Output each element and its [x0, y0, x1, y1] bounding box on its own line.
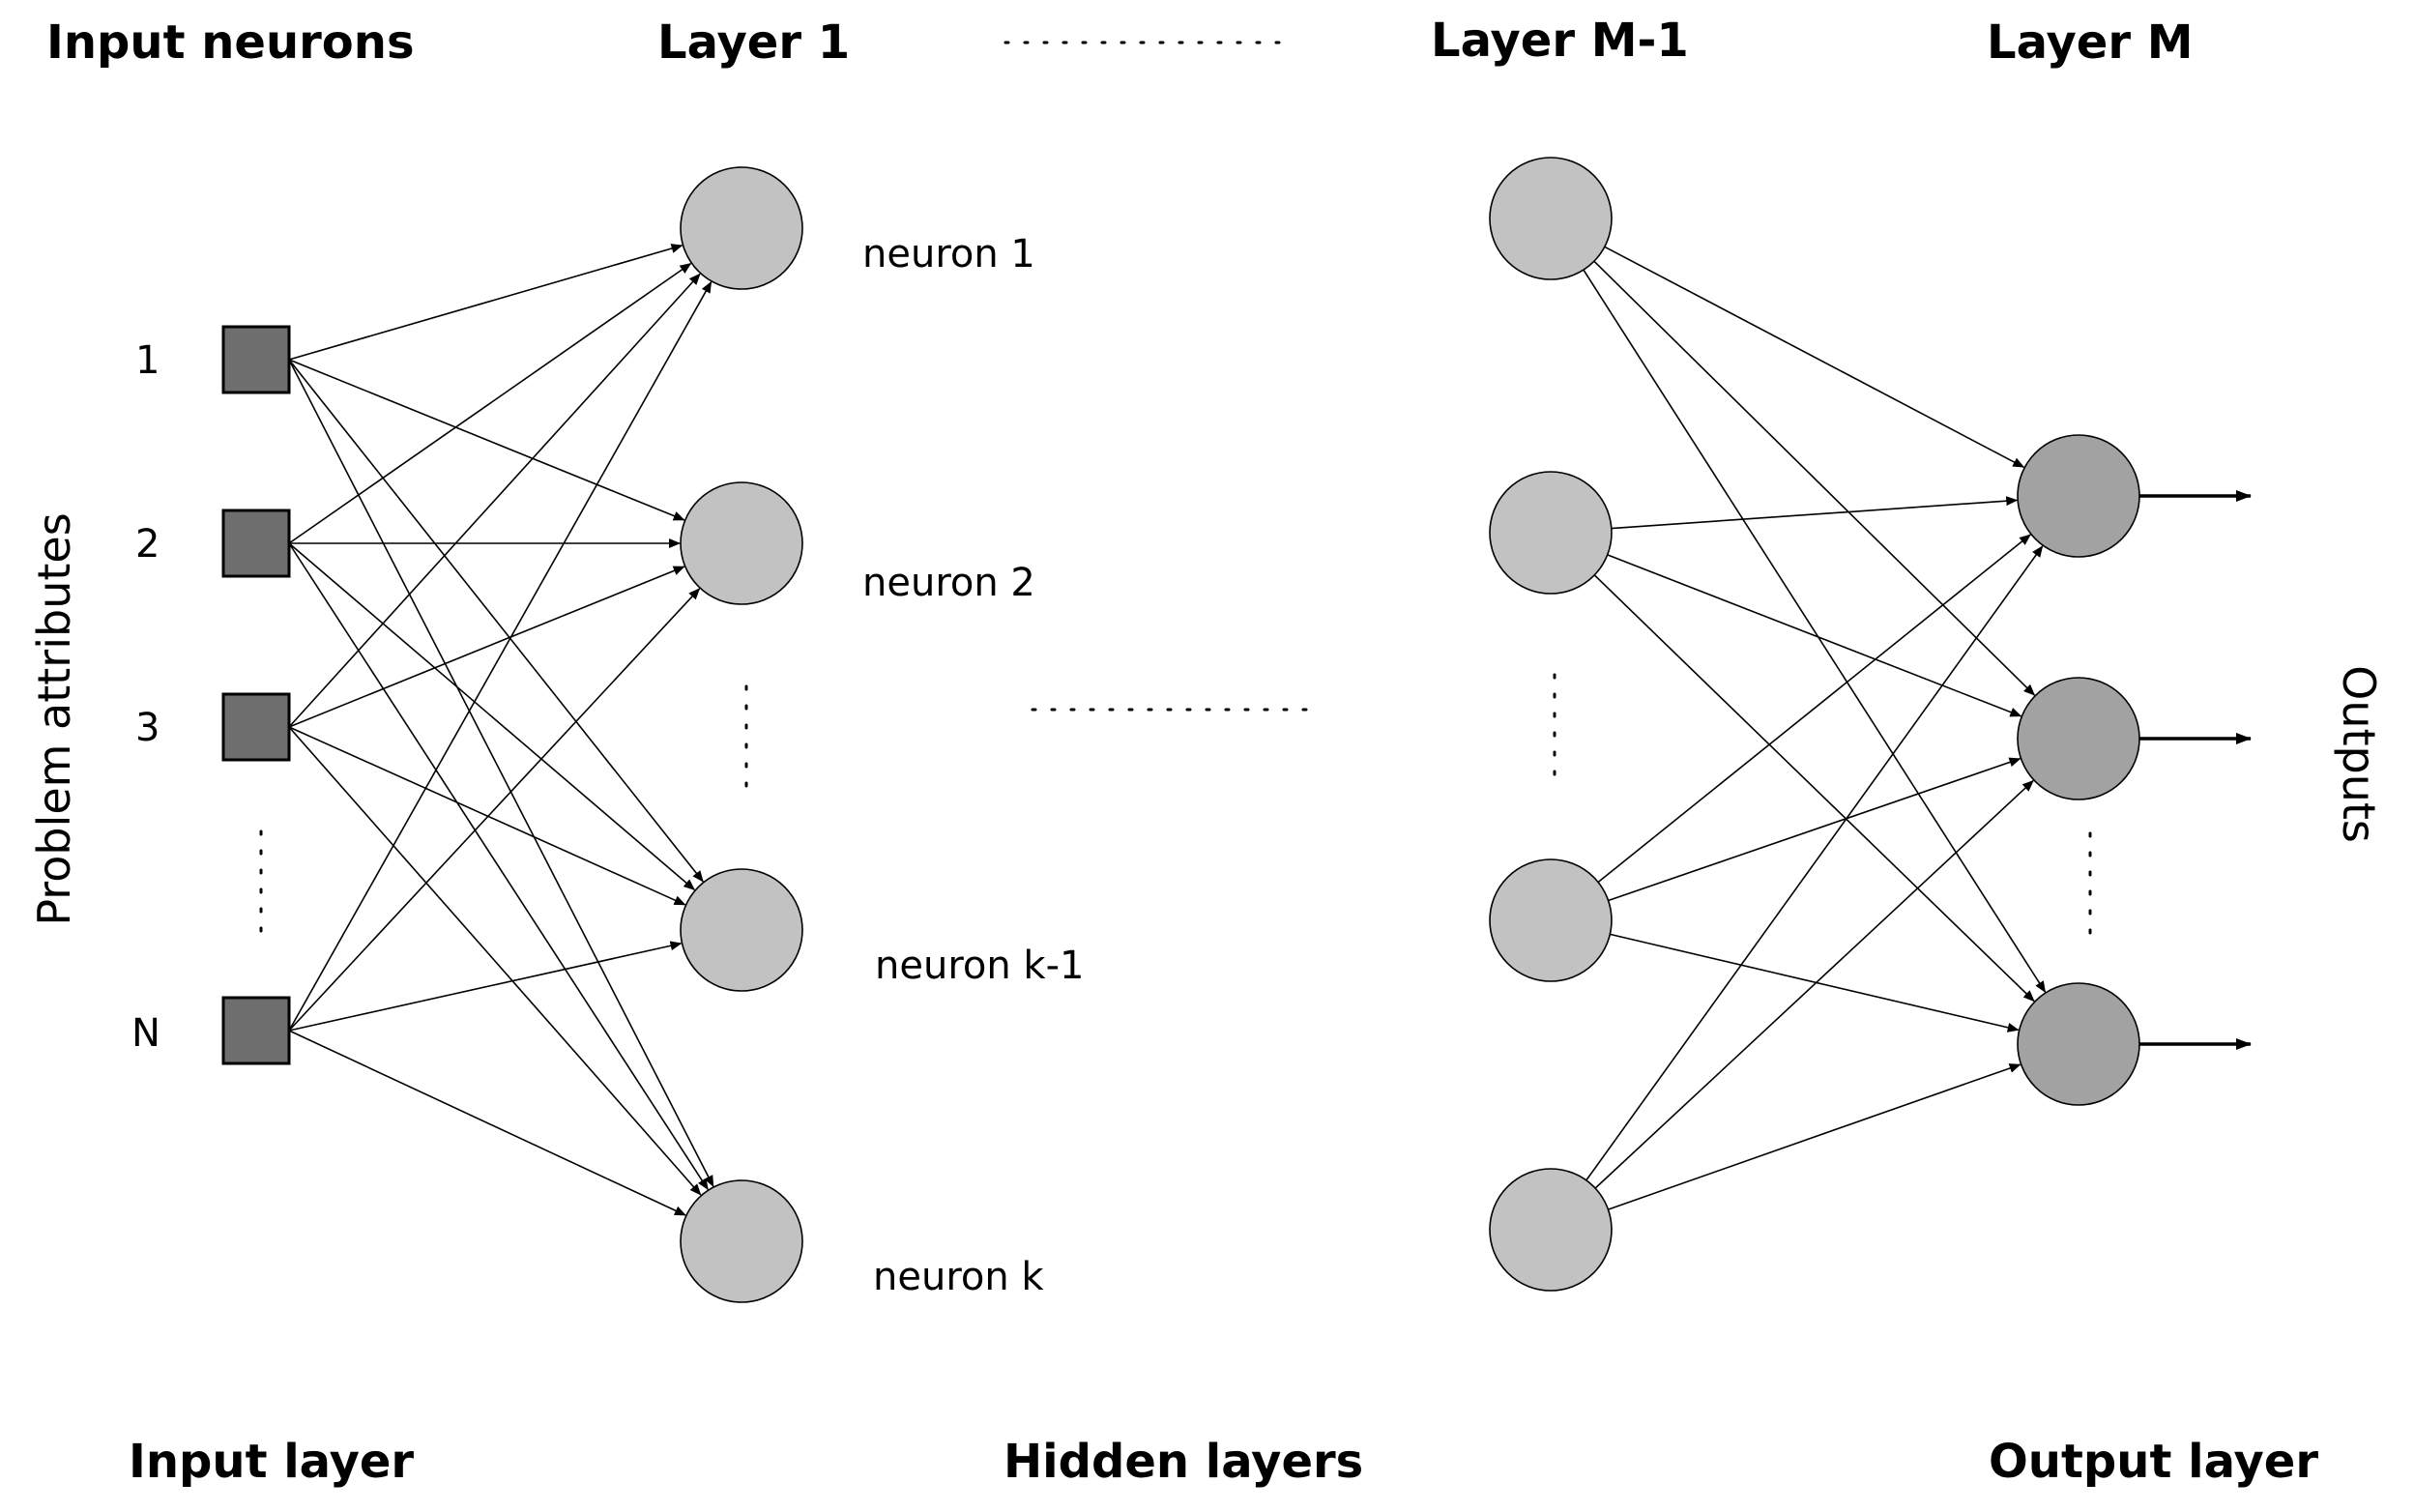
layer-m-neuron-2 [2017, 677, 2140, 800]
edge-input1-to-l1n3 [288, 359, 704, 883]
edge-input1-to-l1n2 [288, 359, 685, 521]
edge-lm1n4-to-lmn2 [1594, 779, 2034, 1189]
layer1-neuron-k [680, 1179, 803, 1303]
edge-lm1n4-to-lmn3 [1608, 1063, 2021, 1210]
side-label-problem-attributes: Problem attributes [28, 512, 80, 925]
input-neuron-2 [221, 509, 291, 578]
footer-input-layer: Input layer [129, 1435, 414, 1489]
output-arrows [2139, 490, 2252, 1050]
ellipsis-dots [259, 41, 2092, 949]
layer-m-neuron-1 [2017, 434, 2140, 558]
edge-lm1n3-to-lmn2 [1608, 757, 2021, 902]
edge-lm1n2-to-lmn1 [1611, 496, 2019, 530]
edge-lm1n1-to-lmn1 [1604, 246, 2025, 468]
edge-input2-to-l1n4 [288, 542, 709, 1191]
layer1-neuron-1 [680, 166, 803, 290]
layer-m-neuron-3 [2017, 982, 2140, 1106]
edge-input1-to-l1n1 [288, 244, 683, 361]
layer1-neurons [680, 166, 803, 1303]
edge-input4-to-l1n2 [288, 588, 701, 1032]
neuron-label-2: neuron 2 [862, 561, 1035, 605]
input-index-1: 1 [135, 338, 160, 383]
layer-m-1-neuron-1 [1489, 157, 1613, 280]
input-neurons [221, 325, 291, 1065]
edge-input3-to-l1n1 [288, 273, 701, 728]
edge-input2-to-l1n1 [288, 262, 692, 544]
edge-input3-to-l1n2 [288, 566, 685, 728]
edge-lm1n2-to-lmn3 [1593, 574, 2035, 1003]
edge-lm1n3-to-lmn1 [1597, 534, 2031, 884]
edge-input2-to-l1n3 [288, 542, 696, 891]
input-neuron-n [221, 996, 291, 1065]
layer-m-1-neurons [1489, 157, 1613, 1292]
neuron-label-k: neuron k [873, 1255, 1044, 1299]
footer-output-layer: Output layer [1989, 1435, 2318, 1489]
header-layer-1: Layer 1 [657, 15, 850, 70]
edge-lm1n4-to-lmn1 [1585, 545, 2044, 1181]
edge-lm1n1-to-lmn3 [1583, 269, 2047, 993]
input-index-n: N [131, 1011, 160, 1056]
connections-input-to-layer1 [288, 244, 714, 1216]
neuron-label-k-1: neuron k-1 [875, 944, 1084, 988]
neuron-label-1: neuron 1 [862, 232, 1035, 276]
edge-input4-to-l1n1 [288, 280, 713, 1032]
layer-m-1-neuron-3 [1489, 858, 1613, 982]
header-layer-m: Layer M [1987, 15, 2194, 70]
input-neuron-3 [221, 692, 291, 762]
layer-m-1-neuron-4 [1489, 1168, 1613, 1292]
layer1-neuron-2 [680, 481, 803, 605]
input-indices: 1 2 3 N [131, 338, 160, 1056]
edge-lm1n3-to-lmn3 [1610, 933, 2020, 1032]
layer-m-1-neuron-2 [1489, 471, 1613, 595]
edge-input4-to-l1n4 [288, 1030, 686, 1216]
edge-input3-to-l1n4 [288, 726, 702, 1196]
input-index-2: 2 [135, 522, 160, 567]
edge-lm1n1-to-lmn2 [1593, 260, 2036, 696]
input-index-3: 3 [135, 706, 160, 750]
input-neuron-1 [221, 325, 291, 394]
edge-input4-to-l1n3 [288, 941, 683, 1032]
header-input-neurons: Input neurons [46, 15, 415, 70]
neuron-labels: neuron 1 neuron 2 neuron k-1 neuron k [862, 232, 1084, 1299]
edge-input1-to-l1n4 [288, 359, 714, 1187]
side-label-outputs: Outputs [2333, 665, 2385, 843]
connections-layer-m-1-to-layer-m [1583, 246, 2047, 1210]
layer1-neuron-k-1 [680, 868, 803, 992]
edge-lm1n2-to-lmn2 [1607, 554, 2022, 717]
footer-hidden-layers: Hidden layers [1003, 1435, 1363, 1489]
edge-input3-to-l1n3 [288, 726, 686, 906]
layer-m-neurons [2017, 434, 2140, 1106]
header-layer-m-1: Layer M-1 [1431, 14, 1689, 68]
